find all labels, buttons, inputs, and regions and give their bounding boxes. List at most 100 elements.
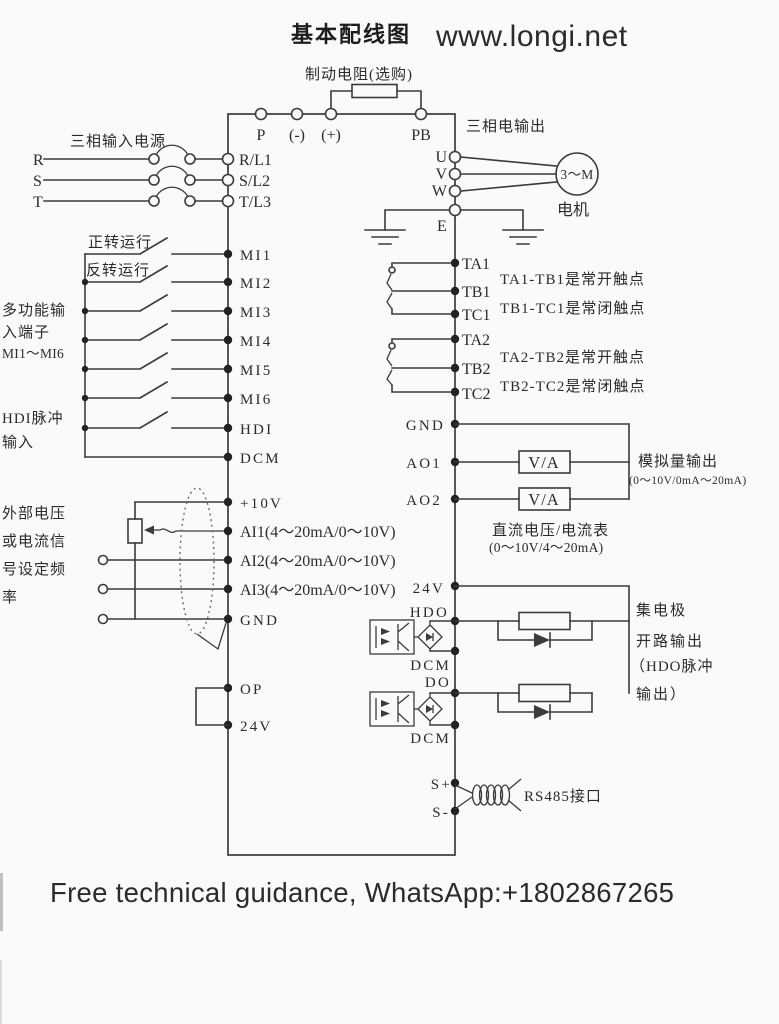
output-wires: [364, 150, 599, 245]
terminal-tb1: [450, 286, 460, 296]
analog-output-range: (0～10V/0mA～20mA): [629, 475, 747, 487]
open-collector-wires: [369, 581, 630, 730]
label-s-plus: S+: [431, 777, 452, 793]
terminal-10v: [223, 497, 233, 507]
multi-input-label-3: MI1～MI6: [2, 346, 64, 361]
terminal-mi1: [223, 249, 233, 259]
input-power-wires: [43, 144, 235, 208]
label-pb: PB: [411, 127, 431, 144]
relay2-no-note: TA2-TB2是常开触点: [500, 349, 645, 366]
label-ta1: TA1: [462, 256, 490, 273]
digital-input-wires: [81, 236, 233, 462]
relay2-nc-note: TB2-TC2是常闭触点: [500, 378, 645, 395]
scan-artifact: [0, 960, 2, 1024]
pot-wiper-wire: [153, 528, 224, 534]
breaker-arc: [155, 165, 189, 177]
relay-output-1: [386, 258, 460, 319]
breaker-contact: [148, 174, 160, 186]
op-jumper-wires: [195, 683, 233, 730]
inverter-body-outline: [227, 113, 456, 856]
external-ai2-point: [97, 554, 109, 566]
ext-signal-label-1: 外部电压: [2, 505, 66, 522]
ext-signal-label-3: 号设定频: [2, 561, 66, 578]
rs485-wires: [450, 778, 522, 816]
terminal-u: [448, 150, 462, 164]
oc-output-label-3: （HDO脉冲: [630, 658, 714, 675]
label-tb1: TB1: [462, 284, 490, 301]
analog-input-wires: [97, 487, 233, 651]
breaker-contact: [148, 153, 160, 165]
multi-input-label-2: 入端子: [2, 324, 50, 341]
terminal-s-plus: [450, 778, 460, 788]
input-power-label: 三相输入电源: [70, 133, 166, 150]
relay1-no-note: TA1-TB1是常开触点: [500, 271, 645, 288]
label-r-l1: R/L1: [239, 152, 272, 169]
label-mi3: MI3: [240, 305, 272, 321]
terminal-tc2: [450, 387, 460, 397]
meter-range: (0～10V/4～20mA): [489, 540, 603, 555]
va-meter-1-label: V/A: [528, 453, 559, 472]
do-load-resistor: [518, 683, 571, 703]
terminal-minus: [290, 107, 304, 121]
scan-artifact: [0, 873, 3, 931]
label-v: V: [435, 166, 447, 183]
braking-resistor-circuit: [330, 83, 422, 109]
external-ai3-point: [97, 583, 109, 595]
label-s: S: [33, 173, 42, 190]
forward-run-label: 正转运行: [88, 234, 152, 251]
hdi-pulse-label-2: 输入: [2, 434, 34, 451]
relay-pivot: [388, 266, 396, 274]
label-ai1: AI1(4～20mA/0～10V): [240, 524, 396, 541]
label-op: OP: [240, 682, 264, 698]
motor-circle-label: 3～M: [560, 167, 593, 182]
label-ai3: AI3(4～20mA/0～10V): [240, 582, 396, 599]
label-gnd-right: GND: [406, 418, 445, 434]
label-p: P: [257, 127, 266, 144]
label-e: E: [437, 218, 447, 235]
label-r: R: [33, 152, 44, 169]
oc-output-label-4: 输出）: [636, 686, 687, 703]
braking-resistor-label: 制动电阻(选购): [305, 66, 413, 83]
label-mi2: MI2: [240, 276, 272, 292]
terminal-e: [448, 203, 462, 217]
op-24v-jumper: [195, 687, 229, 726]
terminal-ta1: [450, 258, 460, 268]
hdo-diode: [534, 633, 550, 647]
multi-input-label-1: 多功能输: [2, 302, 66, 319]
terminal-ai3: [223, 584, 233, 594]
label-mi1: MI1: [240, 248, 272, 264]
terminal-plus: [324, 107, 338, 121]
breaker-contact: [148, 195, 160, 207]
do-diode: [534, 705, 550, 719]
breaker-contact: [184, 153, 196, 165]
label-mi4: MI4: [240, 334, 272, 350]
label-ao2: AO2: [406, 493, 442, 509]
meter-title: 直流电压/电流表: [492, 522, 609, 539]
page-title: 基本配线图: [291, 22, 411, 47]
terminal-mi5: [223, 364, 233, 374]
ground-symbol-left: [364, 229, 406, 245]
rs485-label: RS485接口: [524, 788, 602, 805]
label-dcm: DCM: [240, 451, 281, 467]
terminal-ta2: [450, 334, 460, 344]
optocoupler-do: [369, 691, 452, 727]
terminal-ai1: [223, 526, 233, 536]
relay1-nc-note: TB1-TC1是常闭触点: [500, 300, 645, 317]
terminal-t-l3: [221, 194, 235, 208]
label-tc1: TC1: [462, 307, 490, 324]
breaker-arc: [155, 144, 189, 156]
motor-name-label: 电机: [557, 201, 589, 219]
hdi-pulse-label-1: HDI脉冲: [2, 410, 64, 427]
breaker-contact: [184, 174, 196, 186]
label-w: W: [432, 183, 448, 200]
breaker-contact: [184, 195, 196, 207]
label-tb2: TB2: [462, 361, 490, 378]
terminal-pb: [414, 107, 428, 121]
relay-pivot: [388, 342, 396, 350]
label-minus: (-): [289, 127, 305, 144]
label-do: DO: [425, 675, 451, 691]
terminal-dcm-1: [450, 646, 460, 656]
label-u: U: [435, 149, 447, 166]
output-label: 三相电输出: [466, 118, 546, 135]
